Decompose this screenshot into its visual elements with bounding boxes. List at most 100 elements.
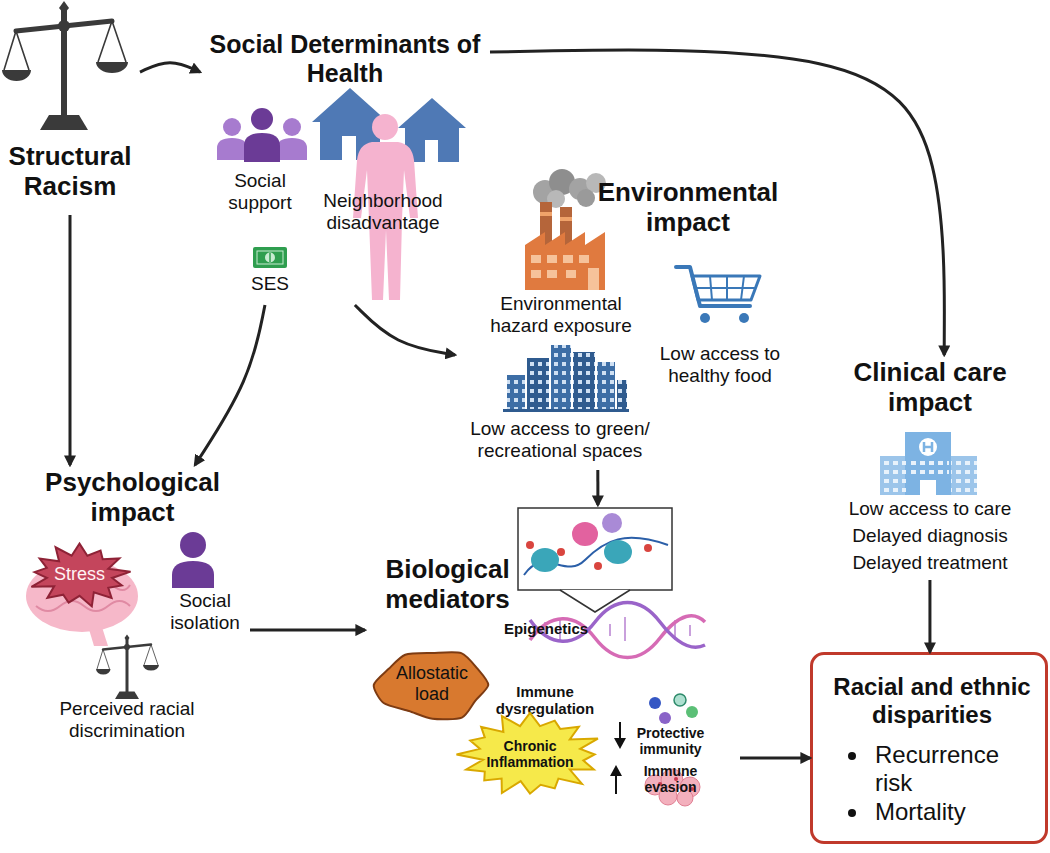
outcome-box: Racial and ethnic disparitiesRecurrence … (810, 652, 1048, 844)
chromatin-inset (531, 548, 559, 572)
city-icon (617, 380, 627, 410)
city-icon (551, 345, 571, 410)
node-text: Delayed treatment (820, 552, 1040, 574)
city-icon (597, 362, 615, 410)
money-icon (257, 251, 283, 264)
blob-node: Allostatic load (370, 645, 495, 725)
factory-icon (547, 270, 557, 278)
money-icon (269, 253, 271, 262)
scales-icon (96, 635, 159, 700)
immune-cells (649, 694, 698, 724)
node-text: Social isolation (160, 590, 250, 634)
node-text: Social support (215, 170, 305, 214)
starburst-node-outline (457, 713, 598, 794)
flow-arrow (740, 756, 810, 759)
city-icon (507, 375, 525, 410)
house-icon (342, 136, 356, 160)
chromatin-inset (572, 522, 598, 546)
trend-arrows (610, 722, 626, 794)
chromatin-inset (602, 513, 622, 533)
node-text: Immune evasion (628, 763, 713, 795)
flow-arrow (928, 580, 931, 652)
factory-icon (579, 255, 589, 263)
cart-icon (676, 267, 760, 323)
factory-icon (547, 255, 557, 263)
chromatin-inset (557, 548, 565, 556)
city-icon (527, 358, 549, 410)
money-icon (265, 253, 275, 263)
group-node: Environmental impactEnvironmental hazard… (455, 175, 800, 470)
node-heading: Racial and ethnic disparities (821, 673, 1043, 728)
factory-icon (577, 189, 595, 207)
hospital-icon (951, 456, 977, 495)
node-text: Perceived racial discrimination (42, 698, 212, 742)
bullet-mark (848, 752, 856, 817)
flow-arrow (250, 629, 365, 632)
people-icon (223, 118, 241, 136)
chromatin-inset (560, 590, 630, 612)
node-heading: Stress (27, 564, 132, 585)
factory-icon (588, 268, 599, 290)
person-icon (172, 561, 214, 588)
chromatin-inset (518, 508, 672, 612)
starburst-node: Stress (27, 543, 132, 608)
bullet-mark (848, 809, 856, 817)
scales-icon (2, 1, 128, 130)
node-heading: Clinical care impact (820, 358, 1040, 418)
brain-icon (36, 601, 130, 611)
city-icon (597, 362, 615, 410)
bullet-mark (848, 752, 856, 760)
people-icon (277, 138, 307, 160)
node-heading: Environmental impact (573, 178, 803, 238)
people-icon (217, 108, 307, 162)
node-text: SES (245, 273, 295, 295)
chromatin-inset (604, 540, 632, 564)
node-text: Low access to care (820, 498, 1040, 520)
immune-cells (649, 697, 661, 709)
city-icon (551, 345, 571, 410)
trend-arrows (614, 738, 626, 749)
hospital-icon (905, 432, 951, 495)
person-icon (180, 532, 206, 558)
node-text: Immune dysregulation (485, 683, 605, 718)
chromatin-inset (518, 508, 672, 590)
factory-icon (531, 255, 541, 263)
node-heading: Social Determinants of Health (200, 30, 490, 88)
node-text: Epigenetics (491, 620, 601, 637)
people-icon (251, 108, 273, 130)
node-heading: Structural Racism (0, 142, 140, 202)
node-heading: Allostatic load (382, 663, 482, 704)
money-icon (253, 247, 287, 268)
flow-arrow (490, 50, 944, 355)
node-text: Delayed diagnosis (820, 525, 1040, 547)
factory-icon (525, 169, 606, 290)
immune-cells (686, 706, 698, 718)
flow-arrow (596, 470, 599, 505)
node-text: Protective immunity (628, 725, 713, 757)
person-icon (172, 532, 214, 588)
chromatin-inset (526, 541, 534, 549)
people-icon (244, 133, 280, 162)
blob-node-outline (374, 652, 489, 719)
immune-cells (674, 694, 686, 706)
city-icon (503, 345, 629, 412)
node-text: Environmental hazard exposure (481, 293, 641, 337)
chromatin-inset (644, 544, 652, 552)
house-icon (425, 140, 438, 162)
hospital-icon (880, 432, 977, 495)
node-heading: Biological mediators (365, 555, 530, 615)
group-node: Psychological impactSocial isolationPerc… (15, 465, 250, 765)
chromatin-inset (524, 538, 668, 575)
cart-icon (739, 313, 749, 323)
money-icon (253, 247, 287, 268)
cart-icon (700, 313, 710, 323)
city-icon (503, 409, 629, 412)
factory-icon (566, 270, 576, 278)
chromatin-inset (594, 562, 602, 570)
group-node: Social Determinants of HealthSocial supp… (200, 30, 490, 305)
node-text: Neighborhood disadvantage (313, 190, 453, 234)
cart-icon (695, 276, 755, 300)
immune-cells (659, 712, 671, 724)
node-text: Low access to healthy food (650, 343, 790, 387)
